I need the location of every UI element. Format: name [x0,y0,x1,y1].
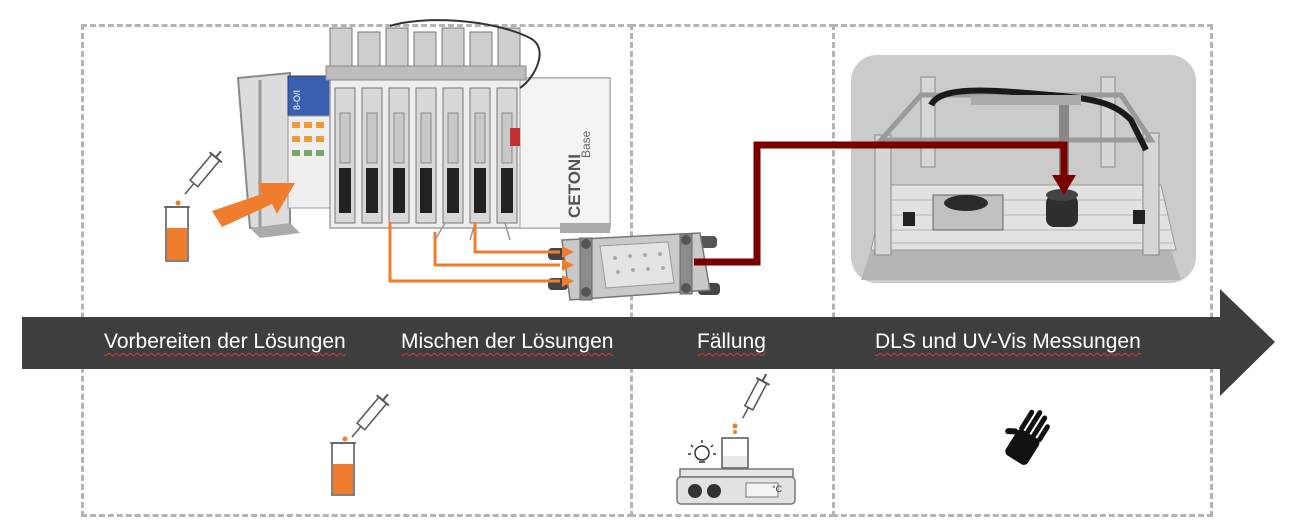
light-bulb-icon [688,440,716,463]
vial-icon [164,206,190,262]
stage-label-preparation: Vorbereiten der Lösungen [104,330,346,353]
device-model-label: Base [579,130,593,158]
robot-hand-icon [1005,409,1050,465]
feed-lines [388,222,560,283]
beaker-icon [721,437,749,469]
vial-icon [330,442,356,496]
stage-label-precipitation: Fällung [697,330,766,353]
stage-label-measurement: DLS und UV-Vis Messungen [875,330,1141,353]
syringe-icon [742,373,770,419]
process-timeline-arrow [22,289,1275,396]
device-brand-label: CETONI [565,154,584,218]
microfluidic-chip-image [548,232,720,301]
measurement-box [832,24,1213,517]
robotic-platform-image [851,55,1196,283]
io-module-label: 8-O/I [292,90,302,110]
syringe-icon [351,393,390,438]
stage-label-mixing: Mischen der Lösungen [401,330,614,353]
outlet-line [694,141,1068,266]
hotplate-display-text: °C [772,484,783,494]
hotplate-stirrer-icon [676,468,796,505]
syringe-pump-system-image: 8-O/I CETONI Base [236,19,611,241]
syringe-icon [184,150,223,195]
input-arrow [212,183,295,227]
